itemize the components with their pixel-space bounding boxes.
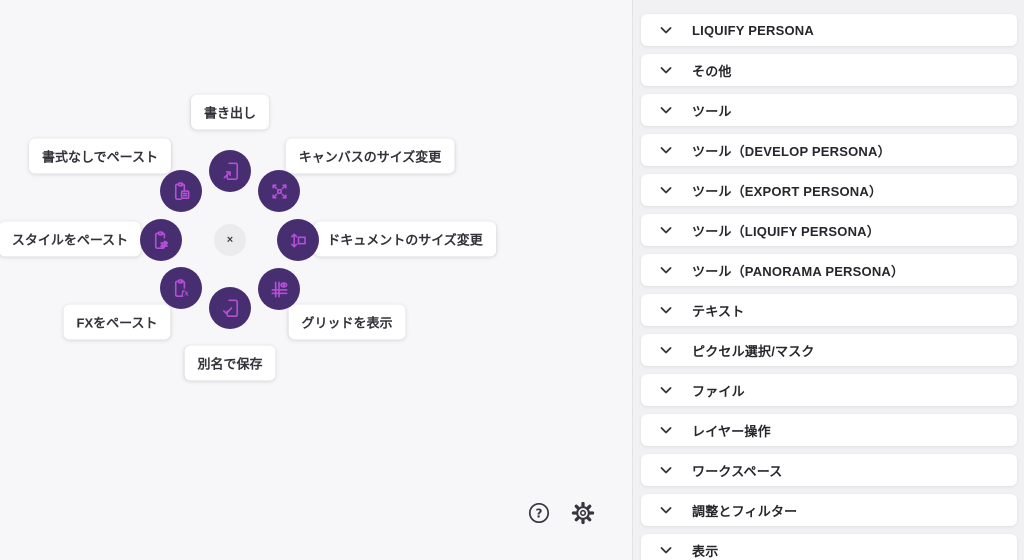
section-adjustments-filters[interactable]: 調整とフィルター xyxy=(641,494,1017,526)
save-as-icon xyxy=(219,297,242,320)
gear-icon xyxy=(570,500,596,526)
chevron-down-icon xyxy=(660,346,672,355)
section-tools-panorama-persona[interactable]: ツール（PANORAMA PERSONA） xyxy=(641,254,1017,286)
section-label: LIQUIFY PERSONA xyxy=(692,22,814,38)
radial-label-export[interactable]: 書き出し xyxy=(190,94,270,130)
section-label: その他 xyxy=(692,63,732,79)
section-tools[interactable]: ツール xyxy=(641,94,1017,126)
svg-text:fx: fx xyxy=(180,288,189,297)
export-icon xyxy=(219,160,242,183)
section-label: ツール xyxy=(692,103,732,119)
radial-label-resize-canvas[interactable]: キャンバスのサイズ変更 xyxy=(285,138,455,174)
show-grid-button[interactable] xyxy=(258,268,300,310)
section-label: 表示 xyxy=(692,543,719,559)
show-grid-icon xyxy=(268,278,291,301)
radial-label-resize-document[interactable]: ドキュメントのサイズ変更 xyxy=(314,221,496,257)
paste-fx-icon: fx xyxy=(170,277,193,300)
section-label: ピクセル選択/マスク xyxy=(692,343,815,359)
radial-close-button[interactable]: × xyxy=(214,224,246,256)
section-tools-liquify-persona[interactable]: ツール（LIQUIFY PERSONA） xyxy=(641,214,1017,246)
section-layer-operations[interactable]: レイヤー操作 xyxy=(641,414,1017,446)
section-label: ファイル xyxy=(692,383,745,399)
section-other[interactable]: その他 xyxy=(641,54,1017,86)
chevron-down-icon xyxy=(660,226,672,235)
chevron-down-icon xyxy=(660,386,672,395)
paste-plain-icon xyxy=(170,180,193,203)
radial-label-paste-fx[interactable]: FXをペースト xyxy=(63,304,171,340)
resize-document-button[interactable] xyxy=(277,219,319,261)
section-tools-develop-persona[interactable]: ツール（DEVELOP PERSONA） xyxy=(641,134,1017,166)
chevron-down-icon xyxy=(660,266,672,275)
help-button[interactable]: ? xyxy=(526,500,552,526)
section-tools-export-persona[interactable]: ツール（EXPORT PERSONA） xyxy=(641,174,1017,206)
section-label: ワークスペース xyxy=(692,463,783,479)
resize-canvas-button[interactable] xyxy=(258,170,300,212)
section-label: レイヤー操作 xyxy=(692,423,771,439)
chevron-down-icon xyxy=(660,466,672,475)
radial-label-save-as[interactable]: 別名で保存 xyxy=(184,345,276,381)
chevron-down-icon xyxy=(660,546,672,555)
section-label: ツール（DEVELOP PERSONA） xyxy=(692,143,891,159)
radial-label-paste-plain[interactable]: 書式なしでペースト xyxy=(29,138,171,174)
chevron-down-icon xyxy=(660,506,672,515)
section-label: ツール（LIQUIFY PERSONA） xyxy=(692,223,880,239)
radial-label-show-grid[interactable]: グリッドを表示 xyxy=(288,304,406,340)
section-label: 調整とフィルター xyxy=(692,503,798,519)
chevron-down-icon xyxy=(660,146,672,155)
paste-style-button[interactable] xyxy=(140,219,182,261)
section-liquify-persona[interactable]: LIQUIFY PERSONA xyxy=(641,14,1017,46)
paste-style-icon xyxy=(150,229,173,252)
radial-label-paste-style[interactable]: スタイルをペースト xyxy=(0,221,142,257)
section-text[interactable]: テキスト xyxy=(641,294,1017,326)
paste-plain-button[interactable] xyxy=(160,170,202,212)
section-label: ツール（PANORAMA PERSONA） xyxy=(692,263,905,279)
export-button[interactable] xyxy=(209,150,251,192)
section-label: テキスト xyxy=(692,303,745,319)
chevron-down-icon xyxy=(660,26,672,35)
section-workspace[interactable]: ワークスペース xyxy=(641,454,1017,486)
section-pixel-selection-mask[interactable]: ピクセル選択/マスク xyxy=(641,334,1017,366)
settings-button[interactable] xyxy=(570,500,596,526)
shortcut-categories-panel: LIQUIFY PERSONA その他 ツール ツール（DEVELOP PERS… xyxy=(632,0,1024,560)
chevron-down-icon xyxy=(660,306,672,315)
section-file[interactable]: ファイル xyxy=(641,374,1017,406)
paste-fx-button[interactable]: fx xyxy=(160,267,202,309)
chevron-down-icon xyxy=(660,66,672,75)
svg-text:?: ? xyxy=(536,506,543,520)
resize-document-icon xyxy=(287,229,310,252)
resize-canvas-icon xyxy=(268,180,291,203)
chevron-down-icon xyxy=(660,106,672,115)
save-as-button[interactable] xyxy=(209,287,251,329)
chevron-down-icon xyxy=(660,426,672,435)
canvas-area: 書き出し キャンバスのサイズ変更 ドキュメントのサイズ変更 グリッドを表示 別名… xyxy=(0,94,596,526)
section-view[interactable]: 表示 xyxy=(641,534,1017,560)
section-label: ツール（EXPORT PERSONA） xyxy=(692,183,883,199)
question-mark-circle-icon: ? xyxy=(526,500,552,526)
chevron-down-icon xyxy=(660,186,672,195)
